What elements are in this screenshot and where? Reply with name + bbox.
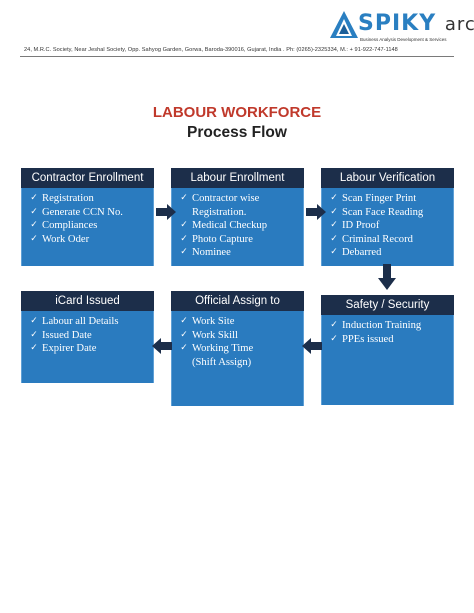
step-item: ✓Contractor wise — [180, 192, 299, 206]
step-item: ✓Work Site — [180, 315, 299, 329]
checkmark-icon: ✓ — [180, 193, 188, 203]
step-heading: Labour Verification — [321, 168, 454, 188]
step-heading: Labour Enrollment — [171, 168, 304, 188]
step-item: ✓Scan Finger Print — [330, 192, 449, 206]
step-item: ✓Criminal Record — [330, 233, 449, 247]
step-item: ✓Compliances — [30, 219, 149, 233]
step-heading: Safety / Security — [321, 295, 454, 315]
step-items: ✓Work Site ✓Work Skill ✓Working Time (Sh… — [171, 311, 304, 406]
step-item: ✓Labour all Details — [30, 315, 149, 329]
checkmark-icon: ✓ — [30, 343, 38, 354]
checkmark-icon: ✓ — [180, 233, 188, 244]
step-item: ✓Expirer Date — [30, 342, 149, 356]
arrow-left-icon — [302, 338, 322, 354]
checkmark-icon: ✓ — [180, 220, 188, 231]
step-items: ✓Contractor wise Registration. ✓Medical … — [171, 188, 304, 266]
checkmark-icon: ✓ — [30, 220, 38, 231]
step-safety-security: Safety / Security ✓Induction Training ✓P… — [321, 295, 454, 405]
company-address: 24, M.R.C. Society, Near Jeshal Society,… — [24, 47, 398, 53]
step-item: ✓Nominee — [180, 246, 299, 260]
checkmark-icon: ✓ — [180, 316, 188, 326]
arrow-left-icon — [152, 338, 172, 354]
step-item: ✓Photo Capture — [180, 233, 299, 247]
step-item: ✓ID Proof — [330, 219, 449, 233]
step-item: ✓Generate CCN No. — [30, 206, 149, 220]
checkmark-icon: ✓ — [30, 193, 38, 203]
checkmark-icon: ✓ — [30, 206, 38, 217]
step-items: ✓Scan Finger Print ✓Scan Face Reading ✓I… — [321, 188, 454, 266]
step-item: ✓Working Time — [180, 342, 299, 356]
step-heading: iCard Issued — [21, 291, 154, 311]
step-labour-verification: Labour Verification ✓Scan Finger Print ✓… — [321, 168, 454, 266]
step-item: ✓Scan Face Reading — [330, 206, 449, 220]
checkmark-icon: ✓ — [330, 320, 338, 330]
step-labour-enrollment: Labour Enrollment ✓Contractor wise Regis… — [171, 168, 304, 266]
step-heading: Official Assign to — [171, 291, 304, 311]
step-item: ✓Induction Training — [330, 319, 449, 333]
checkmark-icon: ✓ — [180, 329, 188, 340]
checkmark-icon: ✓ — [30, 316, 38, 326]
step-item: ✓PPEs issued — [330, 333, 449, 347]
logo-tagline: Business Analysis Development & Services — [360, 37, 447, 42]
checkmark-icon: ✓ — [330, 247, 338, 258]
step-item: ✓Registration — [30, 192, 149, 206]
step-items: ✓Induction Training ✓PPEs issued — [321, 315, 454, 405]
header-divider — [20, 56, 454, 57]
checkmark-icon: ✓ — [180, 247, 188, 258]
step-icard-issued: iCard Issued ✓Labour all Details ✓Issued… — [21, 291, 154, 383]
step-item: ✓Debarred — [330, 246, 449, 260]
logo-suffix: arc — [444, 14, 474, 35]
checkmark-icon: ✓ — [330, 206, 338, 217]
logo-icon — [330, 11, 358, 38]
step-item-continuation: Registration. — [192, 206, 247, 218]
checkmark-icon: ✓ — [30, 329, 38, 340]
step-item: ✓Issued Date — [30, 329, 149, 343]
step-item: ✓Work Skill — [180, 329, 299, 343]
step-item-continuation: (Shift Assign) — [192, 356, 252, 368]
page-title: LABOUR WORKFORCE — [152, 104, 322, 121]
step-heading: Contractor Enrollment — [21, 168, 154, 188]
checkmark-icon: ✓ — [330, 220, 338, 231]
checkmark-icon: ✓ — [330, 193, 338, 203]
step-items: ✓Labour all Details ✓Issued Date ✓Expire… — [21, 311, 154, 383]
checkmark-icon: ✓ — [330, 233, 338, 244]
step-contractor-enrollment: Contractor Enrollment ✓Registration ✓Gen… — [21, 168, 154, 266]
arrow-down-icon — [378, 264, 396, 290]
company-logo: SPIKY arc Business Analysis Development … — [330, 10, 474, 46]
arrow-right-icon — [156, 204, 176, 220]
arrow-right-icon — [306, 204, 326, 220]
logo-brand: SPIKY — [358, 11, 437, 36]
step-official-assign: Official Assign to ✓Work Site ✓Work Skil… — [171, 291, 304, 406]
logo-wordmark: SPIKY arc — [358, 12, 474, 37]
step-item: ✓Work Oder — [30, 233, 149, 247]
checkmark-icon: ✓ — [180, 343, 188, 354]
checkmark-icon: ✓ — [30, 233, 38, 244]
checkmark-icon: ✓ — [330, 333, 338, 344]
page-subtitle: Process Flow — [187, 124, 287, 141]
step-item: ✓Medical Checkup — [180, 219, 299, 233]
step-items: ✓Registration ✓Generate CCN No. ✓Complia… — [21, 188, 154, 266]
